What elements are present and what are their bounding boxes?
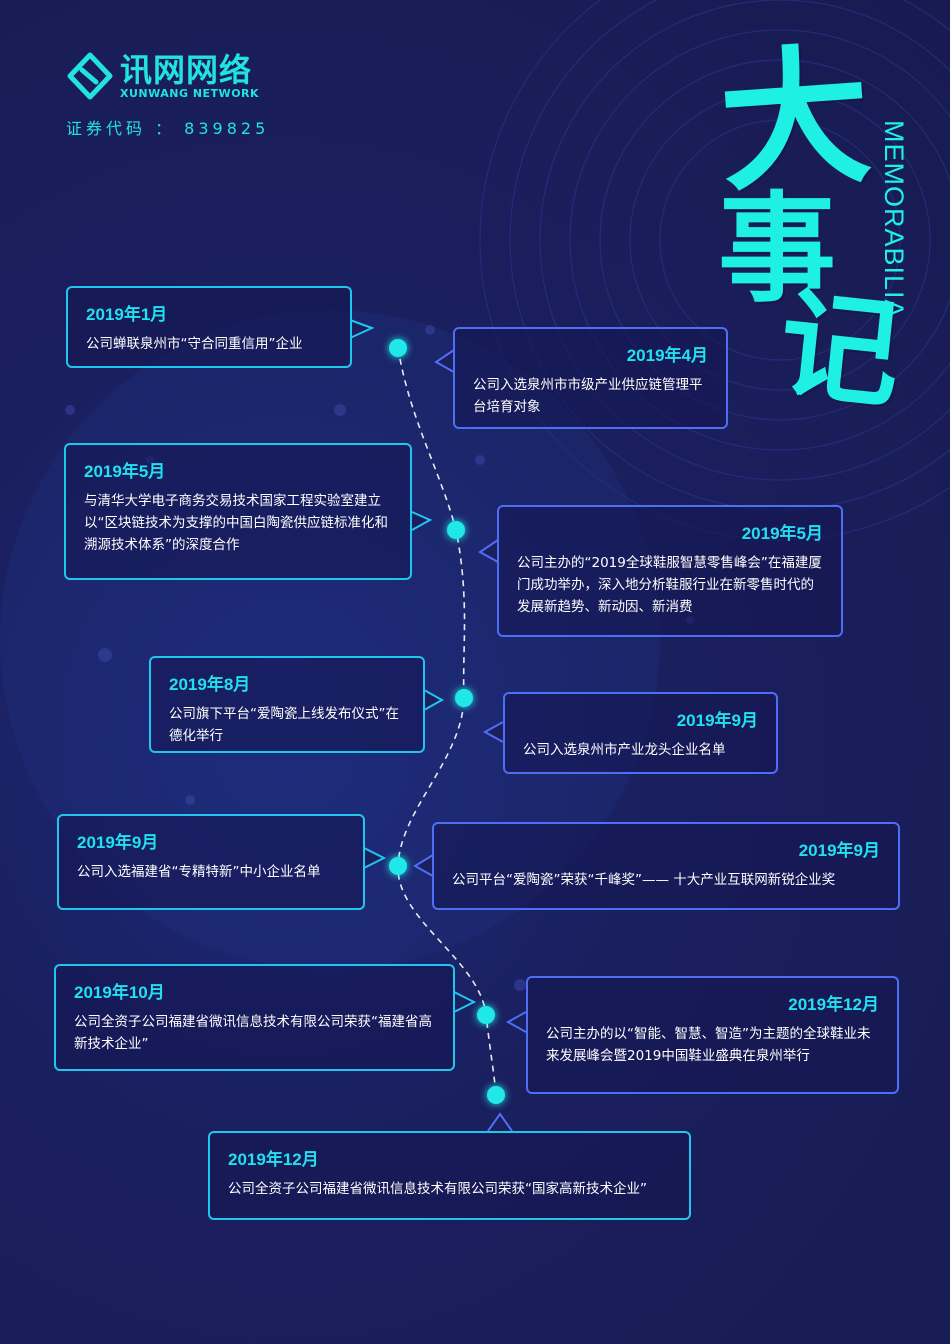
timeline-dot bbox=[389, 339, 407, 357]
event-date: 2019年1月 bbox=[86, 305, 168, 324]
event-card: 2019年12月 公司主办的以“智能、智慧、智造”为主题的全球鞋业未来发展峰会暨… bbox=[526, 976, 899, 1094]
event-date: 2019年5月 bbox=[84, 462, 166, 481]
event-card: 2019年9月 公司入选泉州市产业龙头企业名单 bbox=[503, 692, 778, 774]
event-card: 2019年9月 公司入选福建省“专精特新”中小企业名单 bbox=[57, 814, 365, 910]
event-date: 2019年12月 bbox=[228, 1150, 319, 1169]
event-date: 2019年8月 bbox=[169, 675, 251, 694]
event-text: 与清华大学电子商务交易技术国家工程实验室建立以“区块链技术为支撑的中国白陶瓷供应… bbox=[84, 493, 388, 553]
event-card: 2019年5月 与清华大学电子商务交易技术国家工程实验室建立以“区块链技术为支撑… bbox=[64, 443, 412, 580]
timeline-dot bbox=[389, 857, 407, 875]
timeline-dot bbox=[455, 689, 473, 707]
event-card: 2019年9月 公司平台“爱陶瓷”荣获“千峰奖”—— 十大产业互联网新锐企业奖 bbox=[432, 822, 900, 910]
event-text: 公司入选泉州市产业龙头企业名单 bbox=[523, 742, 726, 758]
event-date: 2019年4月 bbox=[626, 346, 708, 365]
event-date: 2019年9月 bbox=[77, 833, 159, 852]
event-date: 2019年5月 bbox=[741, 524, 823, 543]
event-text: 公司主办的“2019全球鞋服智慧零售峰会”在福建厦门成功举办，深入地分析鞋服行业… bbox=[517, 555, 822, 615]
event-card: 2019年12月 公司全资子公司福建省微讯信息技术有限公司荣获“国家高新技术企业… bbox=[208, 1131, 691, 1220]
event-card: 2019年5月 公司主办的“2019全球鞋服智慧零售峰会”在福建厦门成功举办，深… bbox=[497, 505, 843, 637]
event-date: 2019年10月 bbox=[74, 983, 165, 1002]
brand-logo: 讯网网络 XUNWANG NETWORK bbox=[66, 52, 259, 100]
brand-name-en: XUNWANG NETWORK bbox=[120, 86, 260, 100]
event-text: 公司旗下平台“爱陶瓷上线发布仪式”在德化举行 bbox=[169, 706, 399, 744]
title-char-shi: 事 bbox=[718, 179, 837, 318]
event-text: 公司入选泉州市市级产业供应链管理平台培育对象 bbox=[473, 377, 703, 415]
event-date: 2019年9月 bbox=[676, 711, 758, 730]
event-card: 2019年8月 公司旗下平台“爱陶瓷上线发布仪式”在德化举行 bbox=[149, 656, 425, 753]
logo-diamond-icon bbox=[67, 52, 113, 100]
timeline-dot bbox=[487, 1086, 505, 1104]
event-card: 2019年4月 公司入选泉州市市级产业供应链管理平台培育对象 bbox=[453, 327, 728, 429]
event-date: 2019年12月 bbox=[788, 995, 879, 1014]
event-text: 公司全资子公司福建省微讯信息技术有限公司荣获“福建省高新技术企业” bbox=[74, 1014, 432, 1052]
event-text: 公司平台“爱陶瓷”荣获“千峰奖”—— 十大产业互联网新锐企业奖 bbox=[452, 872, 836, 888]
event-date: 2019年9月 bbox=[798, 841, 880, 860]
event-card: 2019年1月 公司蝉联泉州市“守合同重信用”企业 bbox=[66, 286, 352, 368]
title-subtitle-en: MEMORABILIA bbox=[879, 120, 909, 319]
event-text: 公司入选福建省“专精特新”中小企业名单 bbox=[77, 864, 321, 880]
stock-code: 证券代码 ： 839825 bbox=[66, 119, 270, 138]
timeline-dot bbox=[477, 1006, 495, 1024]
event-card: 2019年10月 公司全资子公司福建省微讯信息技术有限公司荣获“福建省高新技术企… bbox=[54, 964, 455, 1071]
event-text: 公司全资子公司福建省微讯信息技术有限公司荣获“国家高新技术企业” bbox=[228, 1181, 647, 1197]
event-text: 公司蝉联泉州市“守合同重信用”企业 bbox=[86, 336, 303, 352]
brand-name-cn: 讯网网络 bbox=[120, 50, 253, 89]
timeline-dot bbox=[447, 521, 465, 539]
event-text: 公司主办的以“智能、智慧、智造”为主题的全球鞋业未来发展峰会暨2019中国鞋业盛… bbox=[546, 1026, 871, 1064]
